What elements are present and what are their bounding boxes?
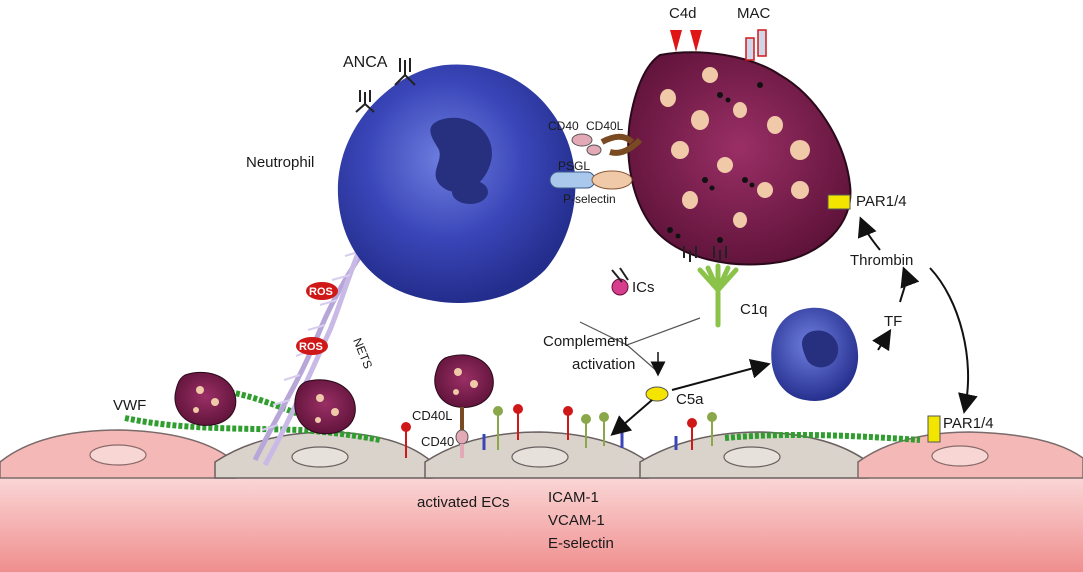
arrow-to-tf <box>872 328 892 352</box>
vwf-strand-right <box>724 431 921 443</box>
endothelial-cell-3 <box>424 431 649 479</box>
label-activated-ecs: activated ECs <box>417 494 510 511</box>
label-eselectin: E-selectin <box>548 535 614 552</box>
label-cd40-bottom: CD40 <box>421 434 454 449</box>
label-vwf: VWF <box>113 397 146 414</box>
label-psgl: PSGL <box>558 159 590 173</box>
platelet-small-1 <box>174 371 237 426</box>
ros-pill-2 <box>296 337 328 355</box>
label-cd40l-bottom: CD40L <box>412 408 452 423</box>
c1q-molecule <box>697 263 739 328</box>
arrow-thrombin-to-par-bottom <box>929 267 978 414</box>
mac-pore-1 <box>745 37 755 61</box>
label-mac: MAC <box>737 5 771 22</box>
label-cd40-top: CD40 <box>548 119 579 133</box>
label-neutrophil: Neutrophil <box>246 154 314 171</box>
label-c5a: C5a <box>676 391 704 408</box>
mac-pore-2 <box>757 29 767 57</box>
platelet-large <box>627 51 852 266</box>
endothelial-cell-4 <box>639 431 869 479</box>
label-c1q: C1q <box>740 301 768 318</box>
label-complement-2: activation <box>572 356 635 373</box>
label-icam: ICAM-1 <box>548 489 599 506</box>
label-thrombin: Thrombin <box>850 252 913 269</box>
psgl-pselectin-complex <box>549 170 633 190</box>
label-vcam: VCAM-1 <box>548 512 605 529</box>
par-receptor-bottom <box>927 415 941 443</box>
label-tf: TF <box>884 313 902 330</box>
label-ros-1: ROS <box>309 286 333 298</box>
endothelial-cell-5 <box>857 431 1083 479</box>
neutrophil-small <box>771 307 859 401</box>
label-anca: ANCA <box>343 54 388 71</box>
label-nets: NETS <box>350 336 375 371</box>
immune-complex <box>611 267 629 296</box>
vessel-wall <box>0 470 1083 572</box>
par-receptor-top <box>827 194 851 210</box>
ros-pill-1 <box>306 282 338 300</box>
arrow-c5a-to-neutrophil <box>671 358 771 391</box>
platelet-small-2 <box>294 379 356 435</box>
label-par-bottom: PAR1/4 <box>943 415 994 432</box>
label-c4d: C4d <box>669 5 697 22</box>
label-cd40l-top: CD40L <box>586 119 624 133</box>
arrow-tf-to-thrombin <box>899 266 920 303</box>
cd40-cd40l-bottom <box>455 407 469 458</box>
label-ics: ICs <box>632 279 655 296</box>
adhesion-molecules <box>401 404 717 458</box>
platelet-antibodies <box>683 246 727 262</box>
arrow-thrombin-to-par <box>857 216 881 251</box>
anca-antibody-1 <box>394 58 416 86</box>
vwf-strand-left <box>124 415 381 443</box>
label-ros-2: ROS <box>299 341 323 353</box>
endothelial-cell-2 <box>214 431 433 479</box>
cd40-cd40l-complex <box>571 133 643 156</box>
label-p-selectin: P-selectin <box>563 192 616 206</box>
label-par-top: PAR1/4 <box>856 193 907 210</box>
neutrophil-cell <box>337 64 576 303</box>
endothelial-cell-1 <box>0 429 236 479</box>
anca-antibody-2 <box>355 90 375 113</box>
label-complement-1: Complement <box>543 333 629 350</box>
c4d-marker-2 <box>690 30 702 52</box>
c5a-molecule <box>645 386 669 402</box>
platelet-small-3 <box>434 354 494 408</box>
c4d-marker-1 <box>670 30 682 52</box>
arrow-c5a-to-ec <box>610 399 653 436</box>
